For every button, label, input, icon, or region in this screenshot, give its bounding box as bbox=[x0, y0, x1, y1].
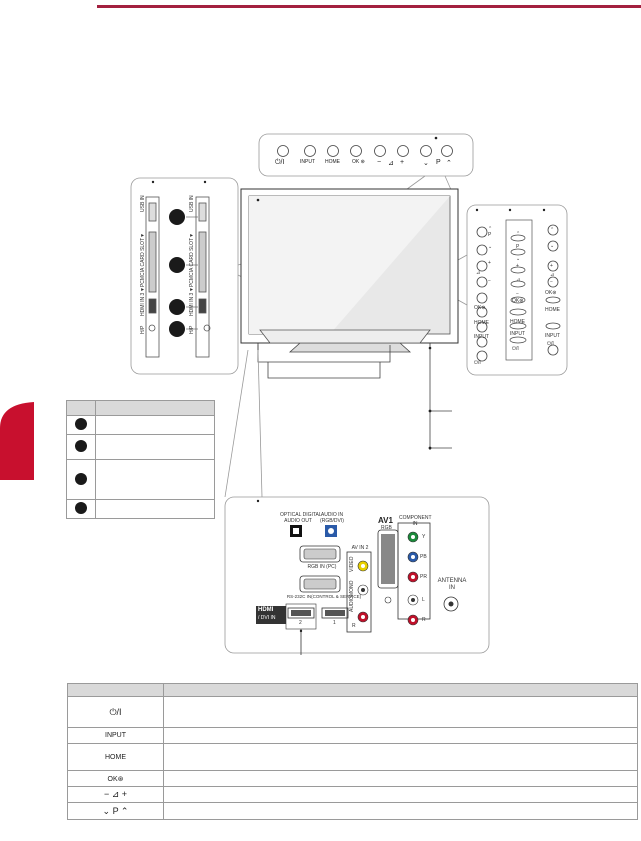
hdmi-logo: HDMI bbox=[258, 607, 274, 613]
r2-minus: − bbox=[516, 291, 519, 297]
rs232-label: RS-232C IN(CONTROL & SERVICE) bbox=[286, 594, 362, 599]
r2-input: INPUT bbox=[510, 331, 525, 337]
comp-r-label: R bbox=[422, 617, 426, 623]
rear-panel-callout bbox=[224, 496, 490, 654]
legend-dot-4 bbox=[75, 502, 87, 514]
top-panel-labels: ⏻/I INPUT HOME OK ⊛ − ⊿ + ⌄ P ⌃ bbox=[270, 159, 460, 169]
antenna-label: ANTENNA IN bbox=[437, 578, 467, 591]
ch-p-label: P bbox=[436, 159, 441, 166]
r2-plus: + bbox=[516, 263, 519, 269]
audio-in-label: AUDIO IN (RGB/DVI) bbox=[320, 512, 344, 524]
top-panel-callout bbox=[258, 133, 474, 177]
right-side-col2 bbox=[509, 234, 527, 344]
r3-power: ⏻/I bbox=[547, 341, 554, 347]
legend-dot-3 bbox=[75, 472, 87, 485]
r2-p: P bbox=[516, 244, 520, 250]
r1-home: HOME bbox=[474, 320, 489, 326]
r1-down: ⌄ bbox=[488, 244, 493, 250]
r2-ok: OK⊛ bbox=[512, 298, 524, 304]
av2-audio-label: AUDIO bbox=[349, 596, 355, 612]
vol-icon: ⊿ bbox=[388, 160, 394, 167]
section-tab bbox=[0, 402, 34, 480]
av1-label: AV1 bbox=[378, 516, 393, 525]
button-table: ⏻/I INPUT HOME OK⊛ − ⊿ + ⌄ P ⌃ bbox=[67, 683, 638, 820]
btn-input-icon: INPUT bbox=[67, 727, 164, 744]
r3-minus: − bbox=[550, 279, 553, 285]
hdmi-dvi-label: / DVI IN bbox=[258, 615, 276, 621]
r2-down: ⌄ bbox=[516, 256, 521, 262]
comp-pr-label: PR bbox=[420, 574, 427, 580]
right-side-col1 bbox=[476, 226, 488, 362]
right-side-col3 bbox=[545, 224, 561, 356]
left-hdmi-label: HDMI IN 3 bbox=[140, 292, 146, 316]
r1-vol: ⊿ bbox=[476, 270, 481, 276]
btn-volume-icon: − ⊿ + bbox=[67, 786, 164, 803]
comp-y-label: Y bbox=[422, 534, 426, 540]
optical-label: OPTICAL DIGITAL AUDIO OUT bbox=[280, 512, 322, 524]
r3-input: INPUT bbox=[545, 333, 560, 339]
r2-power: ⏻/I bbox=[512, 346, 519, 352]
legend-table bbox=[66, 400, 215, 519]
ch-up-label: ⌃ bbox=[446, 160, 452, 167]
left-side-strips bbox=[145, 196, 211, 358]
av2-r-label: R bbox=[352, 623, 356, 629]
r3-home: HOME bbox=[545, 307, 560, 313]
right-side-callout bbox=[466, 204, 568, 376]
r3-down: ⌄ bbox=[550, 243, 555, 249]
comp-pb-label: PB bbox=[420, 554, 427, 560]
av2-video-label: VIDEO bbox=[349, 556, 355, 572]
btn-home-icon: HOME bbox=[67, 743, 164, 771]
r1-ok: OK⊛ bbox=[474, 305, 486, 311]
left-usb-label: USB IN bbox=[140, 195, 146, 212]
top-panel-buttons bbox=[277, 145, 453, 157]
r1-p: P bbox=[488, 232, 492, 238]
left2-hdmi-label: HDMI IN 3 bbox=[189, 292, 195, 316]
rgb-in-label: RGB IN (PC) bbox=[307, 564, 337, 570]
av-in2-label: AV IN 2 bbox=[351, 545, 369, 551]
left2-usb-label: USB IN bbox=[189, 195, 195, 212]
input-label: INPUT bbox=[300, 159, 315, 165]
legend-dot-1 bbox=[75, 418, 87, 430]
r2-up: ⌃ bbox=[516, 231, 521, 237]
left-side-callout bbox=[130, 177, 239, 375]
ok-label: OK ⊛ bbox=[352, 159, 365, 165]
btn-power-icon: ⏻/I bbox=[67, 696, 164, 728]
vol-minus-label: − bbox=[377, 159, 382, 166]
ch-down-label: ⌄ bbox=[423, 160, 429, 167]
legend-dot-2 bbox=[75, 440, 87, 452]
header-rule bbox=[97, 5, 641, 8]
hdmi-2-label: 2 bbox=[299, 620, 302, 626]
r3-up: ⌃ bbox=[550, 227, 555, 233]
r3-ok: OK⊛ bbox=[545, 290, 557, 296]
r1-input: INPUT bbox=[474, 334, 489, 340]
r3-vol: ⊿ bbox=[550, 272, 555, 278]
av2-mono-label: MONO bbox=[349, 580, 355, 596]
comp-l-label: L bbox=[422, 597, 425, 603]
left-pcmcia-label: ▼PCMCIA CARD SLOT▼ bbox=[140, 232, 146, 292]
r2-vol: ⊿ bbox=[516, 277, 521, 283]
btn-ok-icon: OK⊛ bbox=[67, 770, 164, 787]
av1-sub-label: RGB bbox=[381, 525, 392, 531]
left-hp-label: H/P bbox=[140, 325, 146, 334]
left-side-number-dots bbox=[169, 209, 185, 337]
r2-home: HOME bbox=[510, 319, 525, 325]
hdmi-1-label: 1 bbox=[333, 620, 336, 626]
r1-power: ⏻/I bbox=[474, 360, 481, 366]
r1-plus: + bbox=[488, 260, 491, 266]
r1-minus: − bbox=[488, 278, 491, 284]
tv-body bbox=[240, 188, 459, 379]
component-label: COMPONENT IN bbox=[399, 515, 432, 527]
r1-up: ⌃ bbox=[488, 226, 493, 232]
power-label: ⏻/I bbox=[275, 159, 285, 166]
r3-plus: + bbox=[550, 263, 553, 269]
left2-hp-label: H/P bbox=[189, 325, 195, 334]
btn-channel-icon: ⌄ P ⌃ bbox=[67, 802, 164, 820]
vol-plus-label: + bbox=[400, 159, 405, 166]
left2-pcmcia-label: ▼PCMCIA CARD SLOT▼ bbox=[189, 232, 195, 292]
home-label: HOME bbox=[325, 159, 340, 165]
